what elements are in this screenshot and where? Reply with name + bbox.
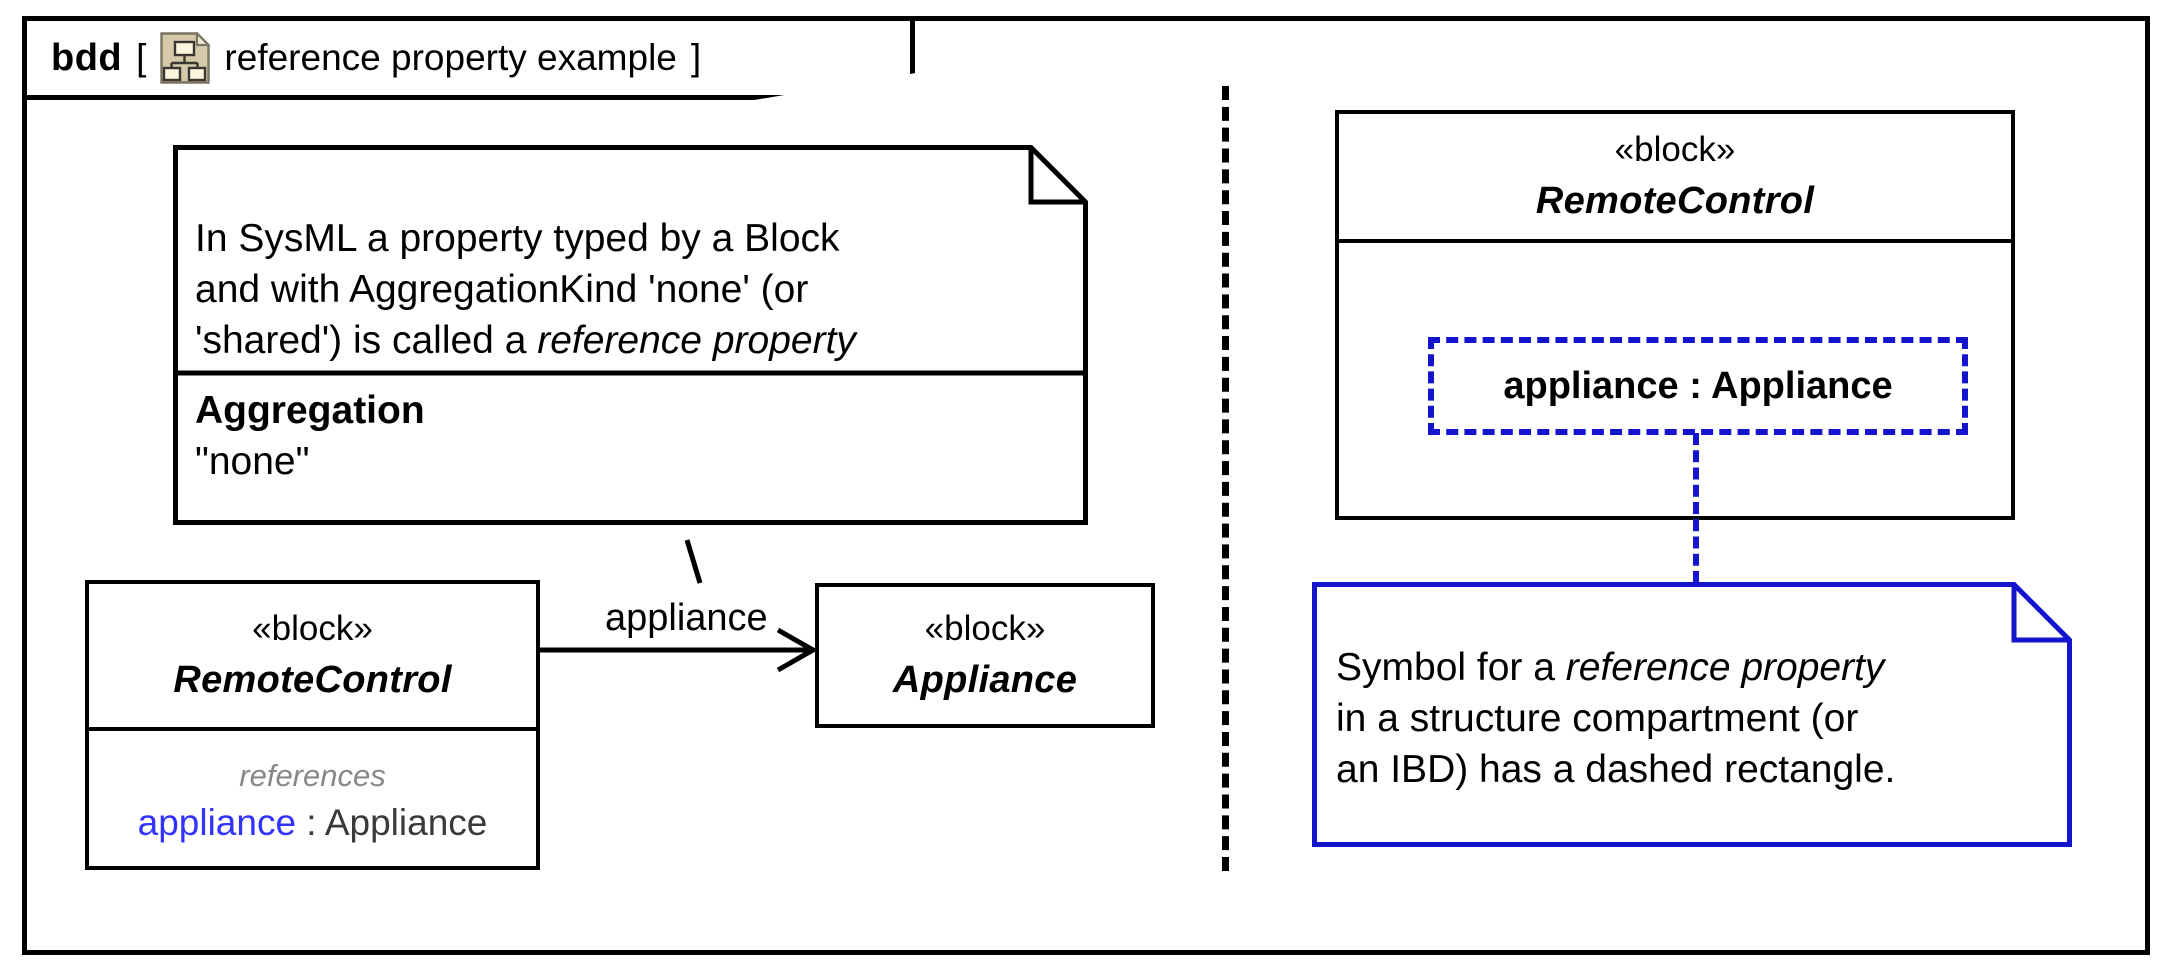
frame-header-content: bdd [ reference property example ] xyxy=(27,21,910,95)
block-header-compartment: «block» Appliance xyxy=(819,587,1151,724)
block-remote-control-left[interactable]: «block» RemoteControl references applian… xyxy=(85,580,540,870)
note-text-segment: In SysML a property typed by a Block xyxy=(195,217,840,260)
block-stereotype: «block» xyxy=(252,609,373,648)
note-text-segment-italic: reference property xyxy=(537,319,856,362)
reference-property-dashed-rect[interactable]: appliance : Appliance xyxy=(1428,337,1968,435)
bdd-diagram-icon xyxy=(160,32,211,84)
note-text-segment: in a structure compartment (or xyxy=(1336,697,1859,740)
reference-property-label: appliance : Appliance xyxy=(1503,364,1893,407)
property-appliance: appliance : Appliance xyxy=(138,802,488,844)
aggregation-note-text: In SysML a property typed by a Block and… xyxy=(195,213,1075,366)
panel-separator-dashed-line xyxy=(1222,86,1229,871)
reference-property-symbol-note[interactable]: Symbol for a reference property in a str… xyxy=(1312,582,2072,847)
block-header-compartment: «block» RemoteControl xyxy=(89,584,536,727)
bracket-close: ] xyxy=(690,37,702,78)
note-line: in a structure compartment (or xyxy=(1336,693,2056,744)
note-text-segment: Symbol for a xyxy=(1336,646,1566,689)
block-name: RemoteControl xyxy=(1535,180,1815,222)
note-text-segment-italic: reference property xyxy=(1565,646,1885,689)
note-line: In SysML a property typed by a Block xyxy=(195,213,1075,264)
note-line: an IBD) has a dashed rectangle. xyxy=(1336,744,2056,795)
aggregation-note-outline xyxy=(173,145,1088,525)
block-name: Appliance xyxy=(892,659,1078,701)
blue-note-outline xyxy=(1312,582,2072,847)
association-label-appliance: appliance xyxy=(605,597,768,639)
property-type: Appliance xyxy=(324,801,488,843)
block-header-compartment: «block» RemoteControl xyxy=(1339,114,2011,239)
property-name: appliance xyxy=(137,801,297,843)
note-text-segment: an IBD) has a dashed rectangle. xyxy=(1336,748,1896,791)
diagram-kind-label: bdd xyxy=(51,36,123,79)
diagram-title: reference property example xyxy=(224,37,677,78)
note-line: Symbol for a reference property xyxy=(1336,642,2056,693)
aggregation-note[interactable]: In SysML a property typed by a Block and… xyxy=(173,145,1088,525)
compartment-divider xyxy=(89,727,536,731)
diagram-frame-header-tab[interactable]: bdd [ reference property example ] xyxy=(22,16,915,100)
block-appliance[interactable]: «block» Appliance xyxy=(815,583,1155,728)
compartment-label-references: references xyxy=(239,757,386,793)
block-remote-control-right[interactable]: «block» RemoteControl xyxy=(1335,110,2015,520)
compartment-divider xyxy=(1339,239,2011,243)
aggregation-compartment-title: Aggregation xyxy=(195,389,425,432)
references-compartment: references appliance : Appliance xyxy=(89,731,536,870)
bracket-open: [ xyxy=(136,37,147,78)
block-stereotype: «block» xyxy=(924,609,1046,648)
aggregation-note-compartment: Aggregation "none" xyxy=(195,385,1075,487)
reference-property-leader-line xyxy=(1693,433,1699,583)
blue-note-text: Symbol for a reference property in a str… xyxy=(1336,642,2056,795)
block-name: RemoteControl xyxy=(173,659,452,701)
note-text-segment: 'shared') is called a xyxy=(195,319,538,362)
property-separator: : xyxy=(296,801,325,843)
aggregation-compartment-value: "none" xyxy=(195,440,310,483)
block-stereotype: «block» xyxy=(1614,130,1736,169)
note-line: and with AggregationKind 'none' (or xyxy=(195,264,1075,315)
note-line: 'shared') is called a reference property xyxy=(195,315,1075,366)
note-text-segment: and with AggregationKind 'none' (or xyxy=(195,268,809,311)
